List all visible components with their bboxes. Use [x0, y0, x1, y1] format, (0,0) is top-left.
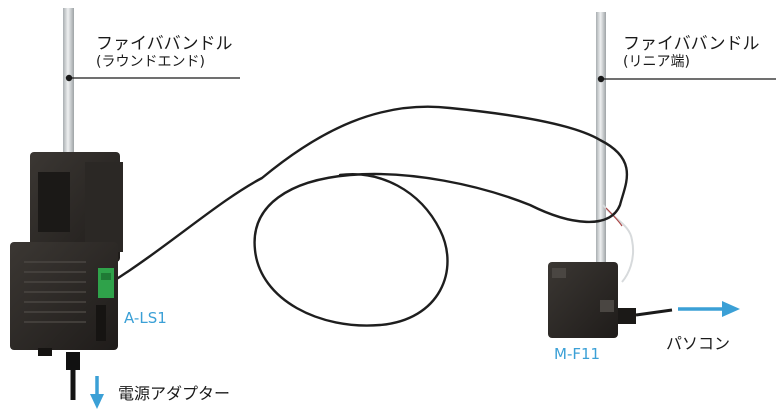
fiber-left-subtitle: (ラウンドエンド): [96, 54, 205, 70]
terminal-block-slot: [101, 273, 111, 280]
usb-cable: [635, 308, 673, 317]
fiber-bundle-left: [63, 8, 74, 158]
fiber-right-subtitle: (リニア端): [623, 54, 690, 70]
power-adapter-label: 電源アダプター: [118, 384, 231, 403]
device-left-label: A-LS1: [124, 309, 167, 327]
arrow-down-icon: [90, 376, 104, 409]
fiber-right-title: ファイババンドル: [623, 34, 760, 54]
arrow-right-icon: [678, 301, 740, 317]
connection-cable: [110, 105, 629, 327]
device-m-f11: [548, 262, 636, 338]
fiber-left-title: ファイババンドル: [96, 34, 233, 54]
pc-label: パソコン: [666, 334, 731, 353]
terminal-block: [98, 268, 114, 298]
device-a-ls1: [10, 152, 123, 370]
device-right-label: M-F11: [554, 345, 601, 363]
signal-wire-red: [605, 207, 623, 227]
